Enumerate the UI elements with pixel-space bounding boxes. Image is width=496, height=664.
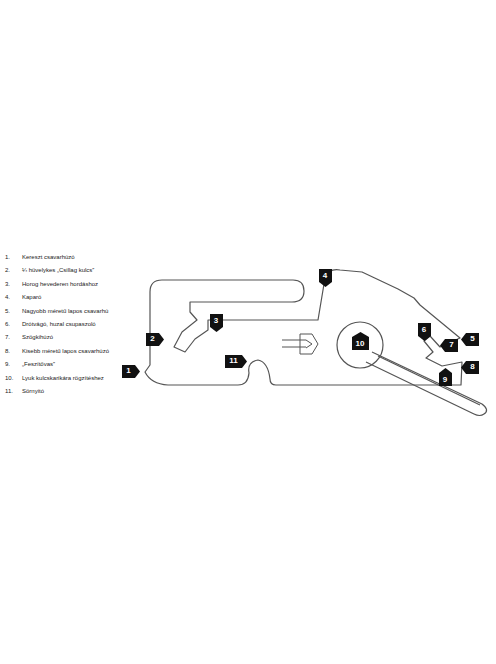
callout-number: 6 bbox=[422, 326, 426, 334]
callout-number: 10 bbox=[356, 340, 365, 348]
list-number: 2. bbox=[5, 267, 10, 273]
list-number: 11. bbox=[5, 388, 13, 394]
list-number: 5. bbox=[5, 308, 10, 314]
callout-tag: 10 bbox=[352, 332, 369, 350]
callout-tag: 3 bbox=[210, 314, 223, 332]
callout-number: 8 bbox=[470, 363, 474, 371]
callout-tag: 8 bbox=[461, 361, 479, 374]
key-ring-hole bbox=[337, 322, 383, 368]
callout-tag: 5 bbox=[461, 333, 479, 346]
list-number: 4. bbox=[5, 294, 10, 300]
callout-tag: 4 bbox=[319, 269, 332, 287]
callout-shape bbox=[146, 333, 164, 346]
list-number: 10. bbox=[5, 375, 13, 381]
callout-number: 9 bbox=[443, 376, 447, 384]
list-number: 3. bbox=[5, 281, 10, 287]
part-name: Nagyobb méretű lapos csavarhú bbox=[22, 308, 108, 314]
callout-number: 11 bbox=[229, 357, 237, 365]
part-name: Kaparó bbox=[22, 294, 41, 300]
callout-shape bbox=[461, 333, 479, 346]
part-name: Kereszt csavarhúzó bbox=[22, 254, 75, 260]
callout-shape bbox=[461, 361, 479, 374]
part-name: Horog hevederen hordáshoz bbox=[22, 281, 98, 287]
list-number: 6. bbox=[5, 321, 10, 327]
callout-shape bbox=[122, 365, 140, 378]
callout-number: 3 bbox=[214, 317, 218, 325]
part-name: Szögkihúzó bbox=[22, 334, 53, 340]
callout-number: 5 bbox=[470, 335, 474, 343]
list-number: 7. bbox=[5, 334, 10, 340]
part-name: ¼ hüvelykes „Csillag kulcs” bbox=[22, 267, 94, 273]
list-number: 9. bbox=[5, 361, 10, 367]
part-name: Lyuk kulcskarikára rögzítéshez bbox=[22, 375, 104, 381]
callout-number: 2 bbox=[150, 335, 154, 343]
callout-number: 4 bbox=[323, 272, 327, 280]
brand-logo bbox=[282, 334, 318, 354]
part-name: Drótvágó, huzal csupaszoló bbox=[22, 321, 96, 327]
list-number: 8. bbox=[5, 348, 10, 354]
callout-number: 1 bbox=[126, 367, 130, 375]
callout-tag: 6 bbox=[418, 323, 431, 341]
list-number: 1. bbox=[5, 254, 10, 260]
part-name: Sörnyitó bbox=[22, 388, 44, 394]
part-name: Kisebb méretű lapos csavarhúzó bbox=[22, 348, 109, 354]
callout-number: 7 bbox=[449, 341, 453, 349]
part-name: „Feszítővas” bbox=[22, 361, 55, 367]
callout-shape bbox=[440, 339, 458, 352]
tool-outline bbox=[145, 270, 462, 385]
key-ring bbox=[366, 352, 487, 416]
callout-tag: 11 bbox=[225, 355, 247, 368]
callout-tag: 1 bbox=[122, 365, 140, 378]
key-ring-split bbox=[378, 356, 480, 405]
callout-tag: 7 bbox=[440, 339, 458, 352]
callout-tag: 2 bbox=[146, 333, 164, 346]
callout-tag: 9 bbox=[439, 368, 452, 386]
